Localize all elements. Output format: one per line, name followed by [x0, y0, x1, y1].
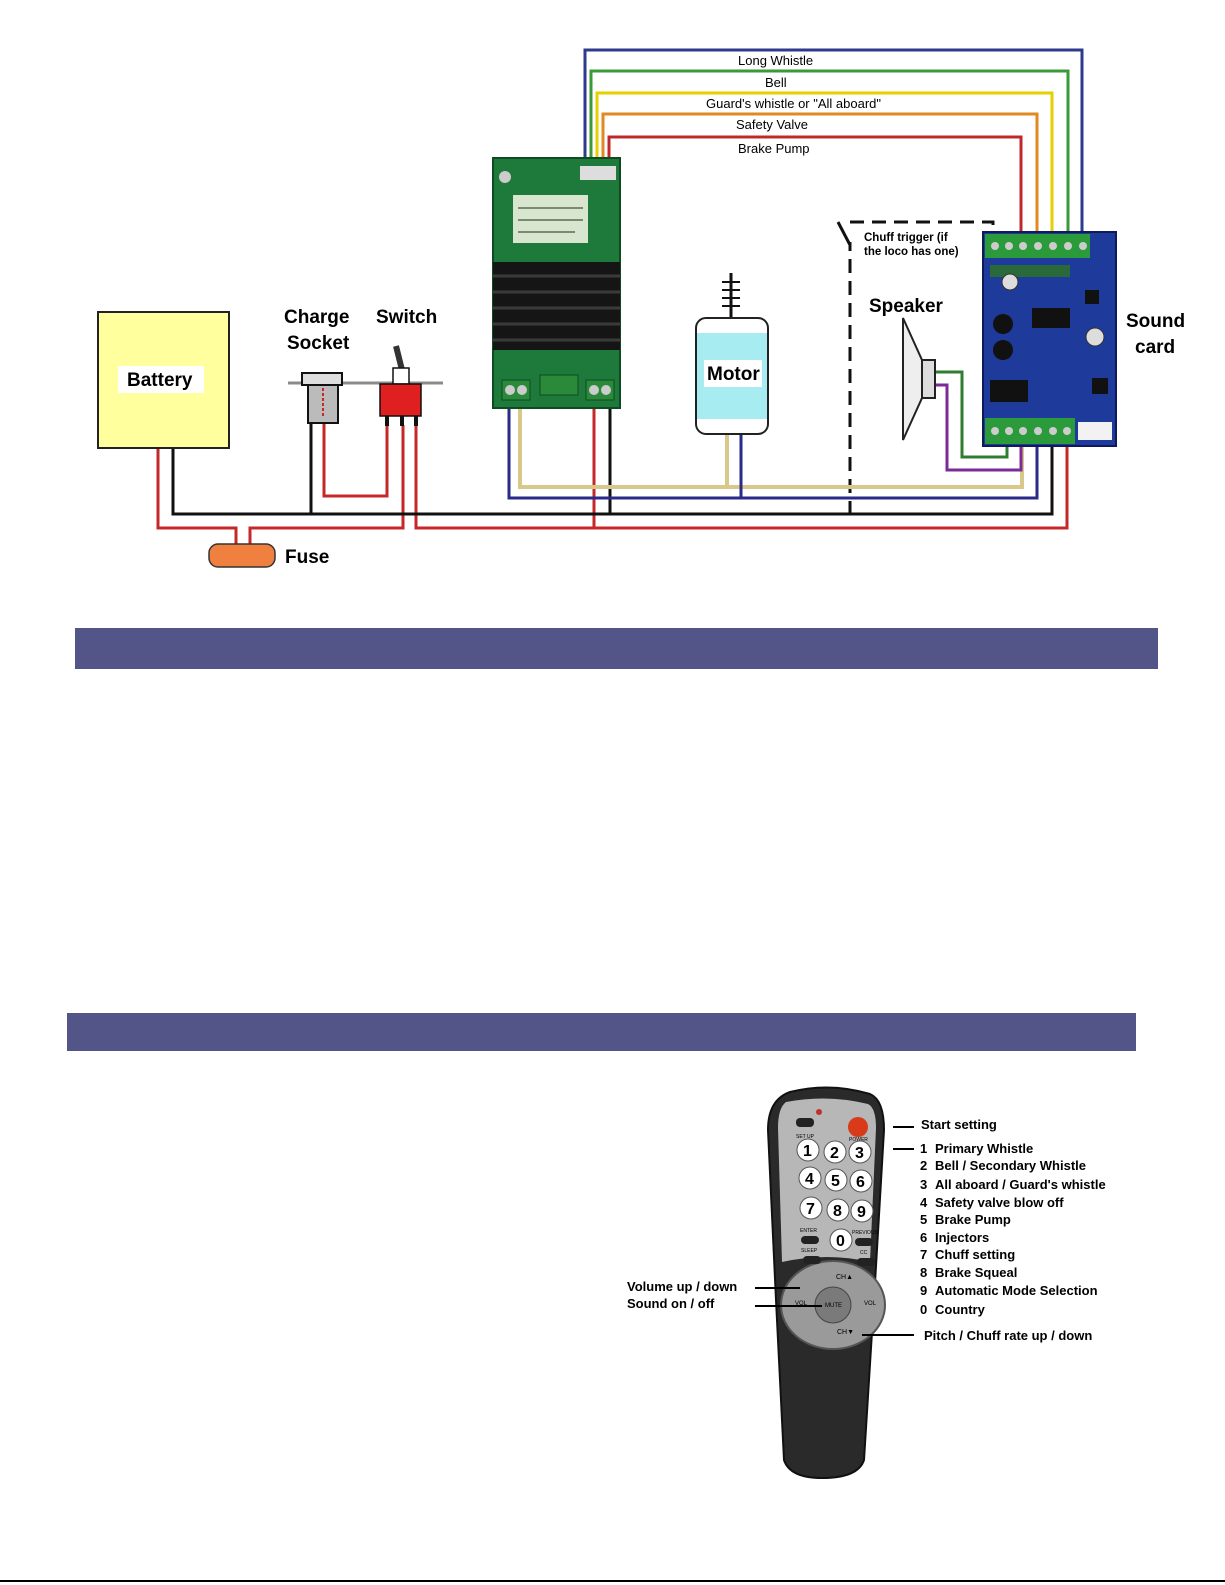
- guards-whistle-wire: [595, 91, 1054, 233]
- trigger-wires: [583, 48, 1084, 233]
- key-5-number: 5: [920, 1212, 927, 1227]
- key-1-number: 1: [920, 1141, 927, 1156]
- remote-body: [766, 1086, 886, 1480]
- key-7-number: 7: [920, 1247, 927, 1262]
- key-2-label: Bell / Secondary Whistle: [935, 1158, 1086, 1173]
- ch-up-label: CH▲: [836, 1274, 853, 1281]
- remote-key-7: 7: [806, 1201, 815, 1218]
- key-0-label: Country: [935, 1302, 986, 1317]
- battery-label: Battery: [127, 370, 193, 391]
- remote-leader-lines: [755, 1126, 914, 1336]
- power-label: POWER: [849, 1137, 868, 1143]
- charge-socket-label-2: Socket: [287, 333, 350, 354]
- enter-label: ENTER: [800, 1228, 817, 1234]
- sound-card-board: [982, 231, 1117, 447]
- key-8-label: Brake Squeal: [935, 1265, 1017, 1280]
- remote-key-2: 2: [830, 1145, 839, 1162]
- long-whistle-wire: [583, 48, 1084, 233]
- power-wires: [156, 370, 1069, 545]
- toggle-switch: [379, 345, 422, 426]
- key-0-number: 0: [920, 1302, 927, 1317]
- key-6-number: 6: [920, 1230, 927, 1245]
- vol-right-label: VOL: [864, 1301, 877, 1307]
- switch-label: Switch: [376, 307, 437, 328]
- vol-left-label: VOL: [795, 1301, 808, 1307]
- volume-label: Volume up / down: [627, 1279, 737, 1294]
- speed-controller: [492, 157, 621, 409]
- speaker-label: Speaker: [869, 296, 944, 317]
- key-4-number: 4: [920, 1195, 928, 1210]
- fuse: [208, 543, 276, 568]
- section-band-2: [67, 1013, 1136, 1051]
- setup-label: SET UP: [796, 1134, 815, 1140]
- chuff-trigger-label-1: Chuff trigger (if: [864, 232, 948, 244]
- ch-down-label: CH▼: [837, 1329, 854, 1336]
- key-9-label: Automatic Mode Selection: [935, 1283, 1098, 1298]
- brake-pump-label: Brake Pump: [738, 141, 810, 156]
- key-8-number: 8: [920, 1265, 927, 1280]
- pitch-label: Pitch / Chuff rate up / down: [924, 1328, 1092, 1343]
- key-3-number: 3: [920, 1177, 927, 1192]
- previous-label: PREVIOUS: [852, 1230, 879, 1236]
- section-band-1: [75, 628, 1158, 669]
- remote-key-0: 0: [836, 1233, 845, 1250]
- sound-on-off-label: Sound on / off: [627, 1296, 715, 1311]
- key-3-label: All aboard / Guard's whistle: [935, 1177, 1106, 1192]
- remote-key-8: 8: [833, 1203, 842, 1220]
- safety-valve-wire: [601, 112, 1039, 233]
- number-key-legend: 1 Primary Whistle 2 Bell / Secondary Whi…: [920, 1141, 1106, 1317]
- motor-label: Motor: [707, 364, 760, 385]
- sound-card-label-2: card: [1135, 337, 1175, 358]
- setup-button: [796, 1118, 814, 1127]
- wiring-diagram: Long Whistle Bell Guard's whistle or "Al…: [97, 48, 1185, 568]
- safety-valve-label: Safety Valve: [736, 117, 808, 132]
- remote-key-1: 1: [803, 1143, 812, 1160]
- key-7-label: Chuff setting: [935, 1247, 1015, 1262]
- key-6-label: Injectors: [935, 1230, 989, 1245]
- brake-pump-wire: [607, 135, 1023, 233]
- remote-key-9: 9: [857, 1204, 866, 1221]
- bottom-rule: [0, 1580, 1225, 1582]
- key-2-number: 2: [920, 1158, 927, 1173]
- key-1-label: Primary Whistle: [935, 1141, 1033, 1156]
- guards-whistle-label: Guard's whistle or "All aboard": [706, 96, 881, 111]
- chuff-trigger-switch: [836, 221, 852, 246]
- key-4-label: Safety valve blow off: [935, 1195, 1064, 1210]
- key-5-label: Brake Pump: [935, 1212, 1011, 1227]
- motor: [695, 273, 769, 435]
- chuff-trigger-wire: [848, 220, 995, 515]
- start-setting-label: Start setting: [921, 1117, 997, 1132]
- speaker: [902, 317, 936, 441]
- bell-label: Bell: [765, 75, 787, 90]
- key-9-number: 9: [920, 1283, 927, 1298]
- mute-label: MUTE: [825, 1303, 842, 1309]
- bell-wire: [589, 69, 1070, 233]
- sound-card-label-1: Sound: [1126, 311, 1185, 332]
- cc-label: CC: [860, 1250, 868, 1256]
- chuff-trigger-label-2: the loco has one): [864, 246, 959, 258]
- remote-key-6: 6: [856, 1174, 865, 1191]
- remote-key-3: 3: [855, 1145, 864, 1162]
- sleep-label: SLEEP: [801, 1248, 818, 1254]
- charge-socket-label-1: Charge: [284, 307, 349, 328]
- remote-key-5: 5: [831, 1173, 840, 1190]
- remote-keypad: 1 2 3 4 5 6 7 8 9 0: [796, 1138, 874, 1252]
- long-whistle-label: Long Whistle: [738, 53, 813, 68]
- fuse-label: Fuse: [285, 547, 329, 568]
- power-button: [848, 1117, 868, 1137]
- charge-socket: [301, 372, 343, 424]
- remote-key-4: 4: [805, 1171, 814, 1188]
